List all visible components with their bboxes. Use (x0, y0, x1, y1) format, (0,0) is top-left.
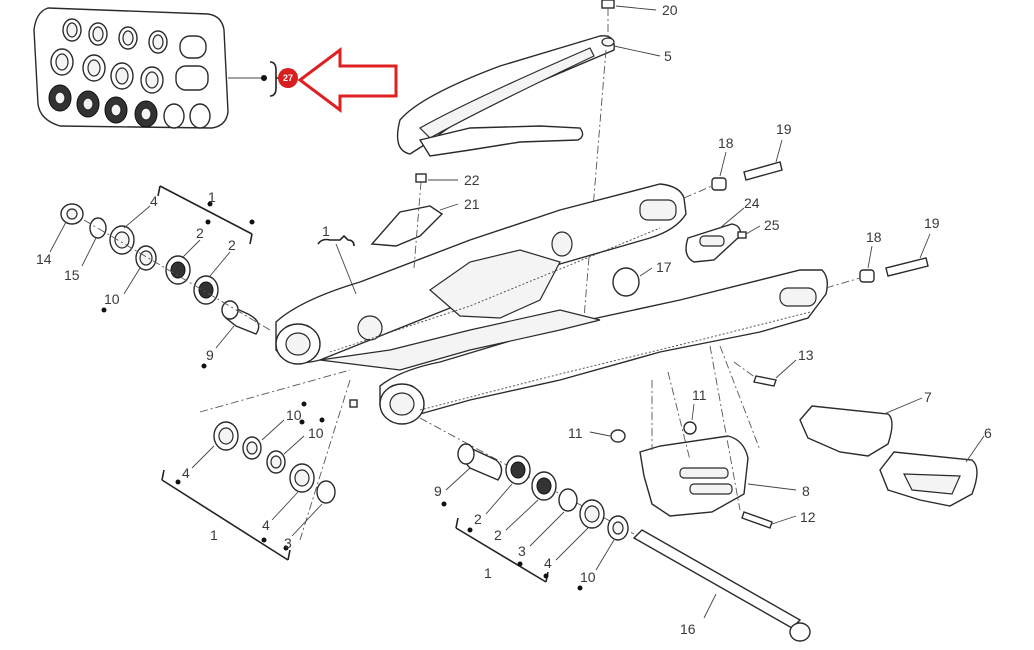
callout-24: 24 (744, 195, 760, 211)
callout-5: 5 (664, 48, 672, 64)
callout-10a: 10 (104, 291, 120, 307)
callout-21: 21 (464, 196, 480, 212)
callout-1a: 1 (208, 189, 216, 205)
callout-11a: 11 (692, 387, 707, 403)
callout-labels: 20 5 18 19 22 21 24 25 18 19 17 1 1 4 2 … (36, 2, 992, 637)
callout-18a: 18 (718, 135, 734, 151)
axle-part-16 (632, 529, 811, 642)
callout-4d: 4 (544, 555, 552, 571)
callout-13: 13 (798, 347, 814, 363)
callout-9b: 9 (434, 483, 442, 499)
callout-12: 12 (800, 509, 816, 525)
callout-4c: 4 (262, 517, 270, 533)
callout-10d: 10 (580, 569, 596, 585)
pivot-stack-lower-center (419, 417, 635, 591)
callout-8: 8 (802, 483, 810, 499)
callout-19a: 19 (776, 121, 792, 137)
cap-part-17 (612, 267, 653, 297)
highlight-marker: 27 (278, 47, 398, 113)
chain-slider-part-5 (396, 35, 615, 157)
callout-14: 14 (36, 251, 52, 267)
red-arrow-icon (297, 47, 398, 113)
callout-22: 22 (464, 172, 480, 188)
callout-2b: 2 (228, 237, 236, 253)
pivot-stack-lower-left (161, 369, 358, 561)
callout-2a: 2 (196, 225, 204, 241)
callout-9a: 9 (206, 347, 214, 363)
callout-7: 7 (924, 389, 932, 405)
bolt-part-20 (601, 0, 657, 40)
callout-19b: 19 (924, 215, 940, 231)
callout-16: 16 (680, 621, 696, 637)
callout-2d: 2 (494, 527, 502, 543)
badge-label: 27 (283, 73, 293, 83)
callout-4b: 4 (182, 465, 190, 481)
callout-1-main: 1 (322, 223, 330, 239)
chain-guide-part-7 (799, 397, 923, 457)
callout-15: 15 (64, 267, 80, 283)
adjuster-upper (683, 139, 783, 263)
callout-10b: 10 (286, 407, 302, 423)
pivot-stack-upper (49, 185, 271, 369)
chain-guide-part-6 (879, 435, 985, 507)
callout-1c: 1 (484, 565, 492, 581)
callout-18b: 18 (866, 229, 882, 245)
callout-4a: 4 (150, 193, 158, 209)
callout-2c: 2 (474, 511, 482, 527)
swingarm-body (275, 183, 829, 425)
callout-badge (278, 68, 298, 88)
callout-1b: 1 (210, 527, 218, 543)
callout-3a: 3 (284, 535, 292, 551)
callout-6: 6 (984, 425, 992, 441)
callout-11b: 11 (568, 425, 583, 441)
callout-25: 25 (764, 217, 780, 233)
callout-20: 20 (662, 2, 678, 18)
bolt-part-13 (733, 359, 797, 387)
assembly-bracket-main (317, 234, 357, 295)
bracket-part-21 (370, 173, 459, 269)
callout-17: 17 (656, 259, 672, 275)
adjuster-right (825, 233, 931, 289)
guard-part-8 (589, 345, 797, 529)
callout-10c: 10 (308, 425, 324, 441)
bearing-kit-inset (33, 7, 280, 129)
callout-3b: 3 (518, 543, 526, 559)
